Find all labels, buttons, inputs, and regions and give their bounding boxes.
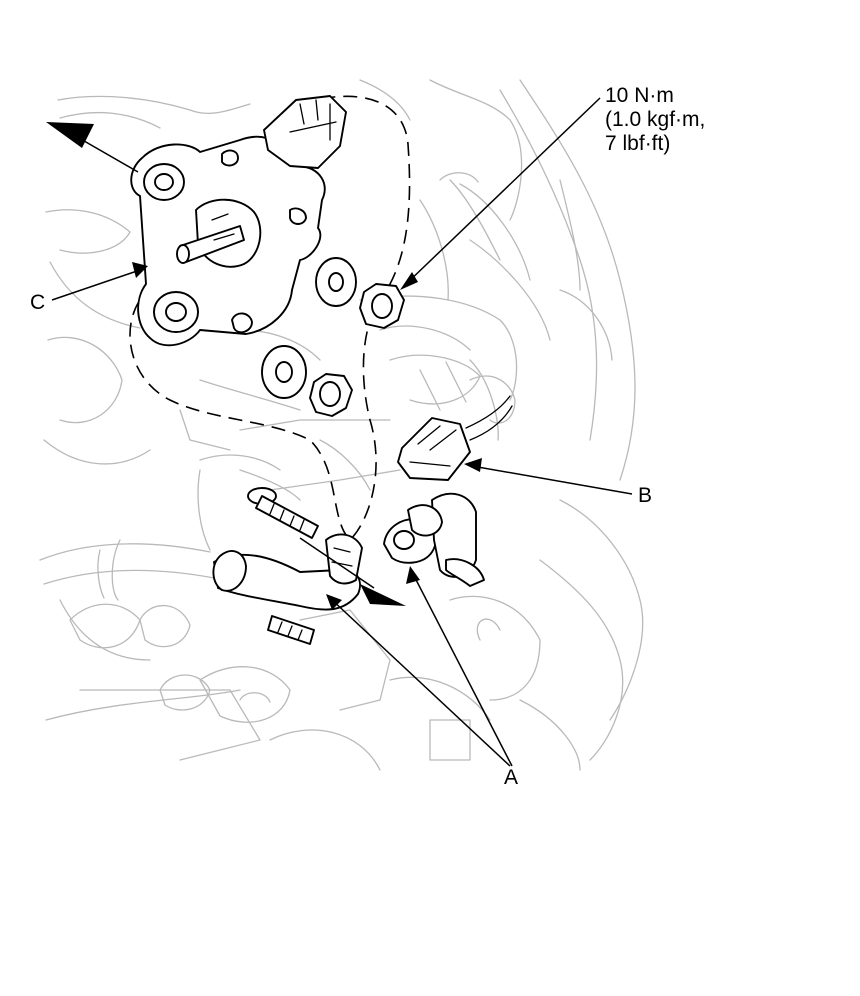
torque-line-1: 10 N·m — [605, 84, 674, 107]
callout-b: B — [638, 484, 653, 507]
hose-a-right — [383, 492, 485, 587]
torque-specification: 10 N·m (1.0 kgf·m, 7 lbf·ft) — [605, 84, 705, 156]
torque-line-2: (1.0 kgf·m, — [605, 108, 706, 131]
stud-bolt-lower — [267, 615, 315, 645]
nut-upper — [359, 283, 405, 329]
removed-part-dashed-outline — [129, 95, 411, 542]
leader-lines — [51, 97, 633, 767]
stud-bolt-upper — [247, 487, 319, 539]
hose-a-left — [212, 533, 363, 611]
removal-arrow-lower — [299, 537, 406, 606]
washer-lower — [261, 345, 307, 399]
connector-b — [397, 395, 513, 481]
callout-a: A — [504, 766, 519, 789]
engine-background-lines — [39, 79, 644, 771]
nut-lower — [309, 373, 353, 417]
sensor-assembly-c — [130, 95, 347, 347]
washer-upper — [315, 257, 357, 307]
callout-c: C — [30, 291, 46, 314]
torque-line-3: 7 lbf·ft) — [605, 132, 671, 155]
removal-arrow-upper — [46, 122, 139, 173]
